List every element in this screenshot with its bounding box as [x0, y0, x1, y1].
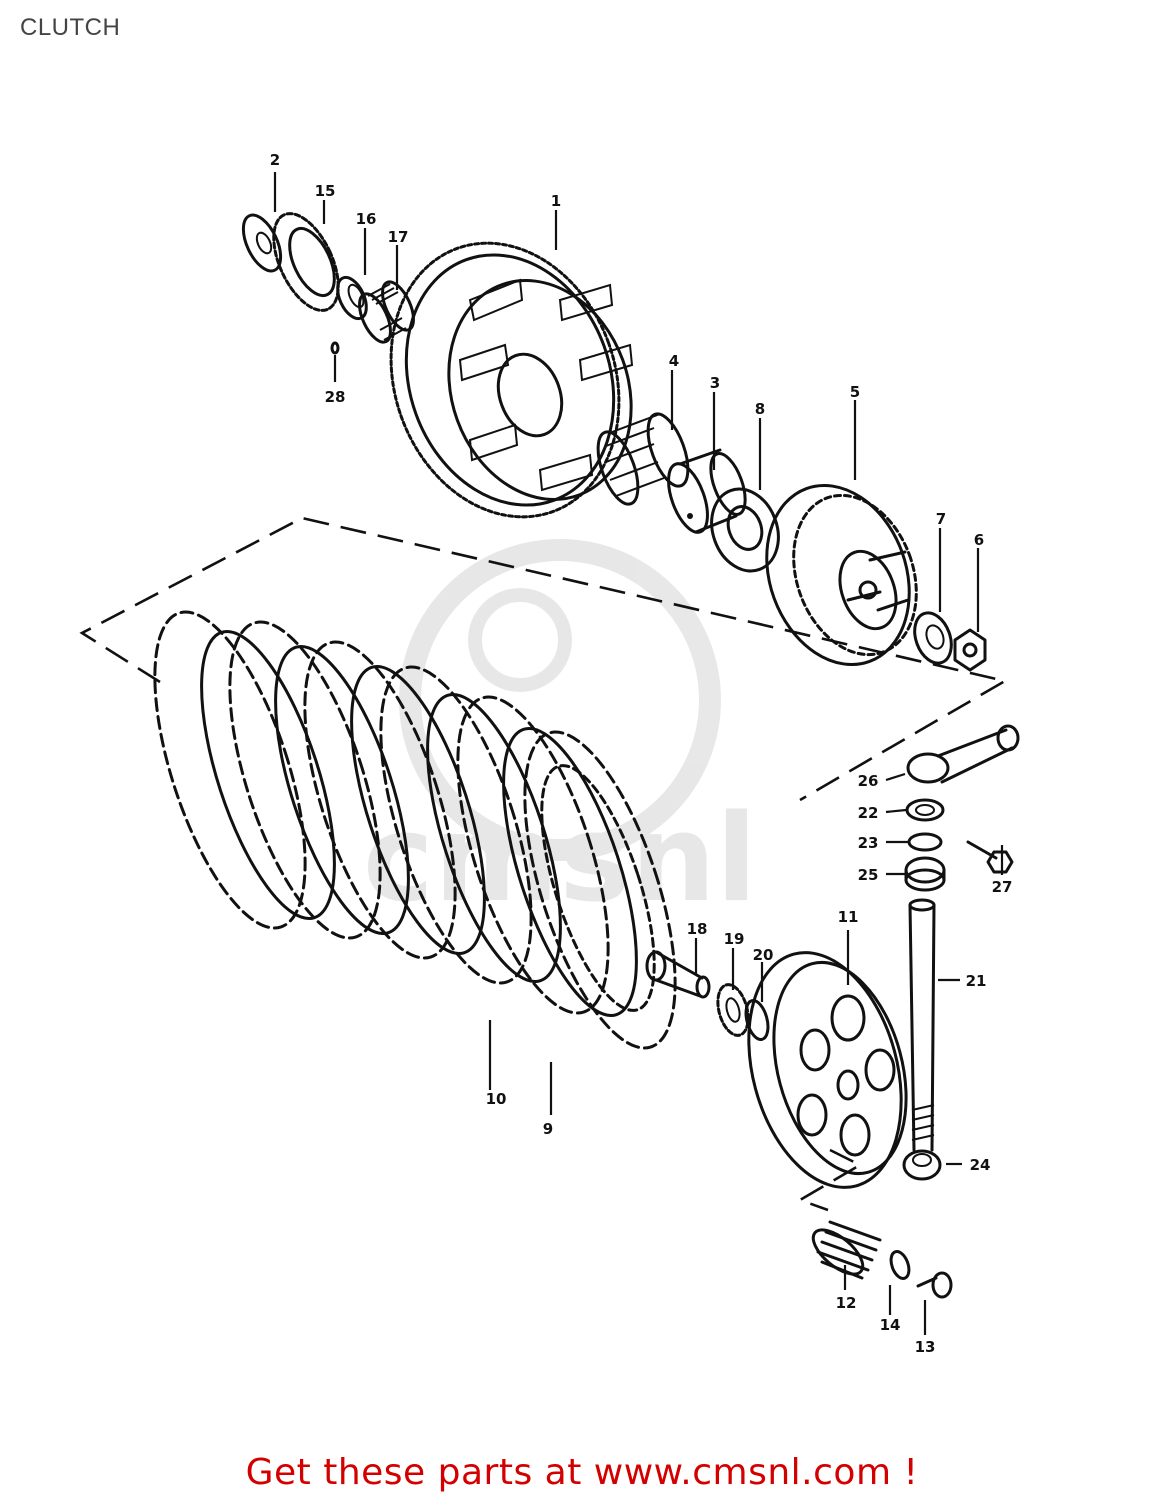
- callout-18: 18: [687, 920, 708, 938]
- callout-14: 14: [880, 1316, 901, 1334]
- part-bearing-24: [902, 1149, 942, 1181]
- callout-16: 16: [356, 210, 377, 228]
- part-oil-seal-22: [905, 798, 945, 822]
- part-sleeve-3: [667, 448, 747, 534]
- part-pin-28: [330, 341, 340, 355]
- callout-9: 9: [543, 1120, 553, 1138]
- part-bolt-13: [916, 1271, 953, 1299]
- part-push-rod-21: [908, 898, 936, 1152]
- callout-23: 23: [858, 834, 879, 852]
- part-clutch-hub-5: [765, 483, 918, 667]
- assembly-outline: [79, 516, 1009, 802]
- callout-19: 19: [724, 930, 745, 948]
- get-parts-link[interactable]: Get these parts at www.cmsnl.com !: [245, 1452, 919, 1493]
- callout-20: 20: [753, 946, 774, 964]
- callout-24: 24: [970, 1156, 991, 1174]
- part-lock-washer-7: [913, 611, 953, 665]
- leader-lines: [273, 172, 1004, 1335]
- part-release-lever-26: [906, 724, 1020, 784]
- part-push-piece-18: [645, 950, 711, 999]
- page-title: CLUTCH: [20, 14, 121, 41]
- part-nut-6: [953, 628, 987, 672]
- callout-4: 4: [669, 352, 679, 370]
- callout-1: 1: [551, 192, 561, 210]
- part-washer-14: [889, 1250, 911, 1280]
- callout-6: 6: [974, 531, 984, 549]
- part-sprocket-15: [272, 212, 340, 312]
- callout-12: 12: [836, 1294, 857, 1312]
- callout-7: 7: [936, 510, 946, 528]
- callout-15: 15: [315, 182, 336, 200]
- callout-13: 13: [915, 1338, 936, 1356]
- callout-22: 22: [858, 804, 879, 822]
- callout-21: 21: [966, 972, 987, 990]
- part-bearing-17: [358, 280, 415, 344]
- spring-outline: [796, 1148, 863, 1212]
- part-washer-20: [744, 999, 770, 1041]
- callout-2: 2: [270, 151, 280, 169]
- part-washer-2: [241, 213, 283, 273]
- callout-17: 17: [388, 228, 409, 246]
- callout-10: 10: [486, 1090, 507, 1108]
- part-spacer-23: [907, 832, 943, 852]
- callout-26: 26: [858, 772, 879, 790]
- part-bearing-25: [904, 856, 946, 892]
- watermark-logo: cmsnl: [363, 539, 757, 929]
- callout-5: 5: [850, 383, 860, 401]
- callout-3: 3: [710, 374, 720, 392]
- part-bearing-4: [596, 412, 690, 506]
- part-clutch-plate-stack: [153, 610, 677, 1050]
- part-pressure-plate-11: [747, 951, 908, 1189]
- part-clutch-spring-12: [811, 1220, 882, 1280]
- callout-28: 28: [325, 388, 346, 406]
- callout-25: 25: [858, 866, 879, 884]
- callout-numbers: 2 15 16 17 28 1 4 3 8 5 7 6 26 22 23 25 …: [270, 151, 1013, 1356]
- callout-8: 8: [755, 400, 765, 418]
- part-bolt-27: [966, 840, 1014, 874]
- part-clutch-housing-1: [389, 241, 634, 519]
- callout-27: 27: [992, 878, 1013, 896]
- callout-11: 11: [838, 908, 859, 926]
